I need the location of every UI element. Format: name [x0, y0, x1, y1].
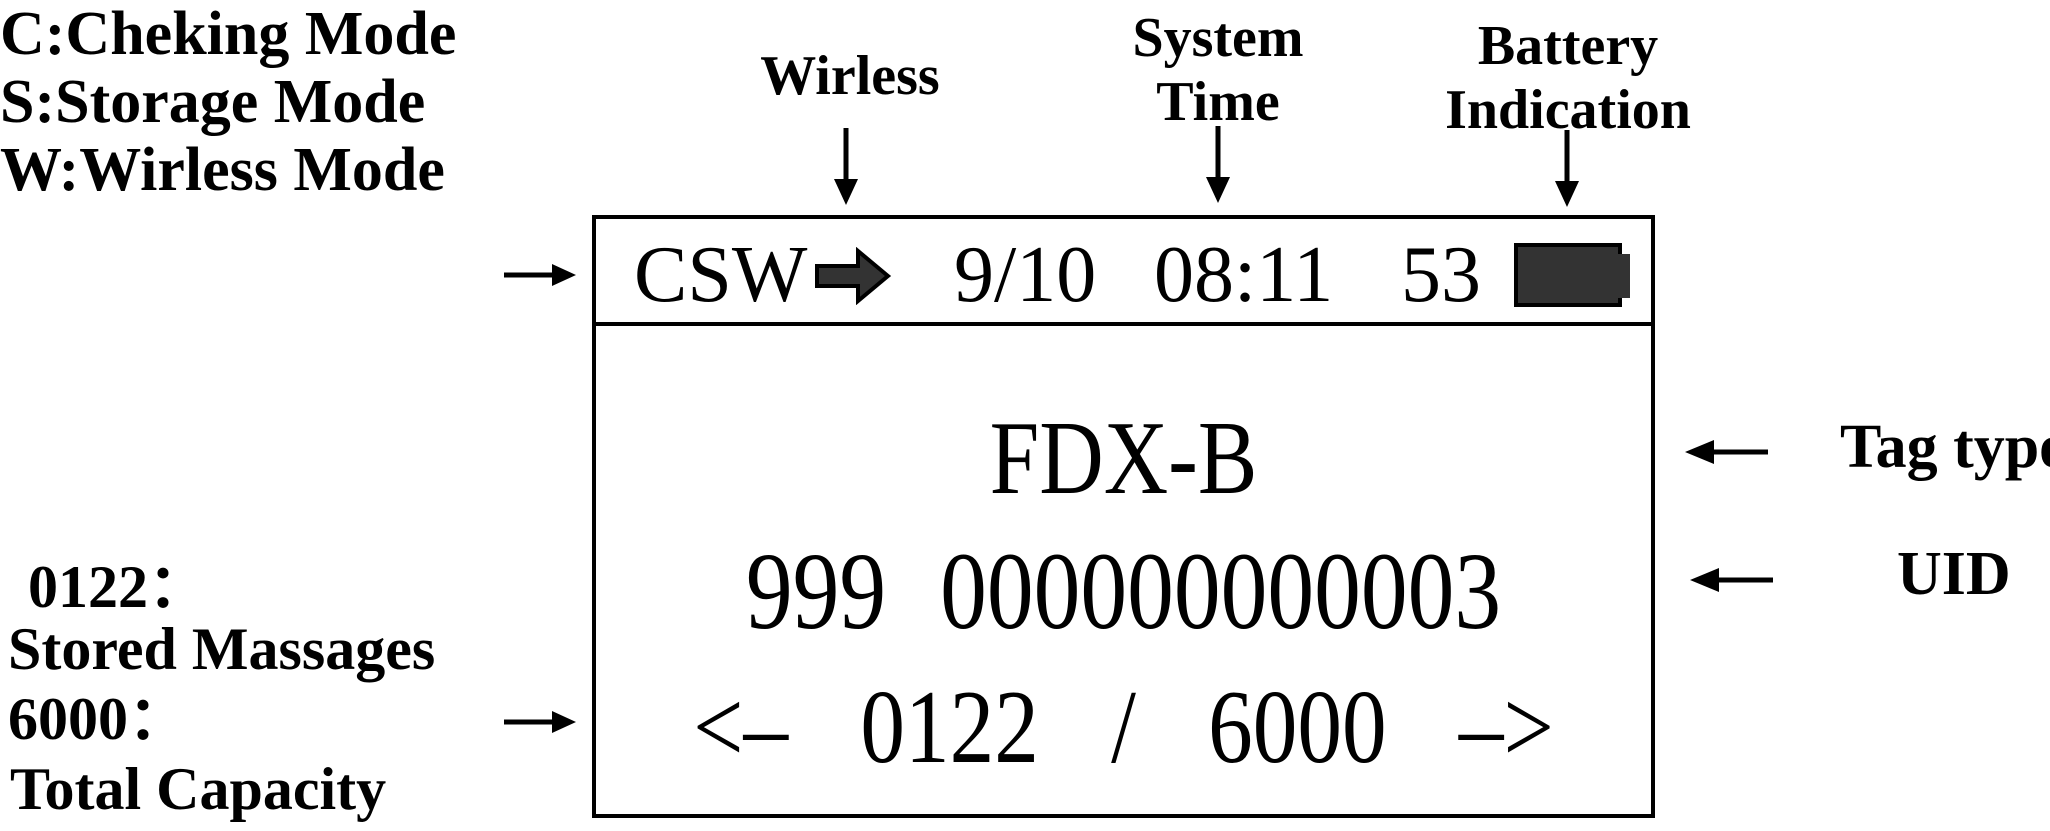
system-time-pointer-arrow-icon: [1206, 126, 1230, 203]
capacity-value: 6000：: [8, 686, 188, 752]
mode-legend-wireless: W:Wirless Mode: [0, 136, 445, 204]
system-time-label-line1: System: [1132, 7, 1304, 69]
wireless-callout-label: Wirless: [760, 45, 940, 107]
mode-legend: C:Cheking Mode S:Storage Mode W:Wirless …: [0, 0, 2050, 204]
battery-icon: [1514, 243, 1630, 307]
status-date: 9/10: [954, 231, 1097, 319]
stored-count-value: 0122：: [28, 554, 208, 620]
pager-total-capacity: 6000: [1208, 668, 1387, 785]
battery-label-line1: Battery: [1477, 15, 1659, 77]
device-display-screen: CSW 9/10 08:11 53 FDX-B 999 000000000003…: [592, 215, 1655, 818]
pager-prev-arrow: <–: [693, 668, 789, 785]
pager-separator: /: [1111, 668, 1136, 785]
uid-callout-label: UID: [1897, 540, 2011, 608]
battery-callout-label: Battery Indication: [1440, 14, 1696, 142]
pager-current-count: 0122: [860, 668, 1039, 785]
battery-pointer-arrow-icon: [1555, 130, 1579, 207]
mode-pointer-arrow-icon: [504, 264, 576, 286]
system-time-label-line2: Time: [1156, 71, 1280, 133]
capacity-desc: Total Capacity: [10, 756, 387, 822]
tag-type-value: FDX-B: [989, 399, 1258, 516]
wireless-pointer-arrow-icon: [834, 128, 858, 205]
mode-flags-text: CSW: [634, 231, 808, 319]
pager-next-arrow: –>: [1458, 668, 1554, 785]
tag-type-callout-label: Tag type: [1840, 413, 2050, 481]
mode-legend-storage: S:Storage Mode: [0, 68, 426, 136]
status-battery-percent: 53: [1401, 231, 1481, 319]
status-bar: CSW 9/10 08:11 53: [596, 219, 1651, 326]
uid-value: 999 000000000003: [745, 530, 1502, 652]
mode-legend-checking: C:Cheking Mode: [0, 0, 457, 68]
battery-nub: [1618, 254, 1630, 298]
stored-pointer-arrow-icon: [504, 711, 576, 733]
system-time-callout-label: System Time: [1108, 6, 1328, 134]
stored-count-desc: Stored Massages: [8, 616, 436, 682]
wireless-status-block-arrow-icon: [815, 247, 892, 305]
uid-pointer-arrow-icon: [1690, 568, 1773, 592]
message-pager: <– 0122 / 6000 –>: [675, 674, 1572, 779]
status-time: 08:11: [1154, 231, 1334, 319]
tag-type-pointer-arrow-icon: [1685, 440, 1768, 464]
